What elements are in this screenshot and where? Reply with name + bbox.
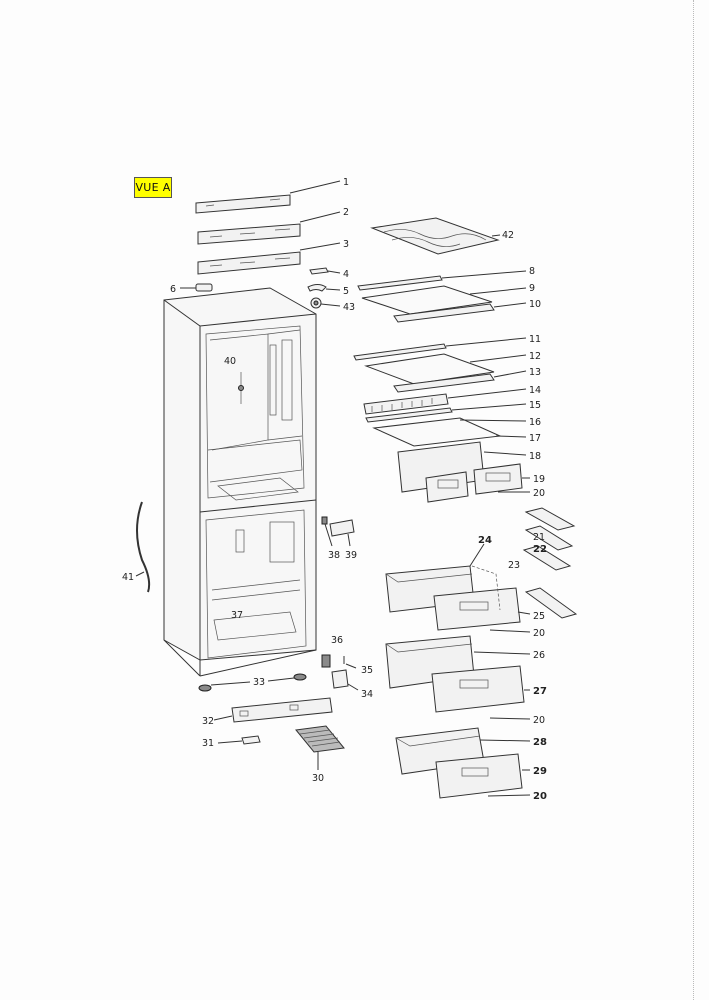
shelf-11-12-13 [353, 337, 527, 393]
callout-18: 18 [529, 451, 541, 462]
cabinet-body [163, 287, 317, 677]
callout-27: 27 [533, 686, 547, 697]
callout-6: 6 [170, 284, 176, 295]
callout-31: 31 [202, 738, 214, 749]
callout-26: 26 [533, 650, 545, 661]
callout-42: 42 [502, 230, 514, 241]
door-gasket-41 [135, 501, 151, 593]
callout-24: 24 [478, 535, 492, 546]
callout-17: 17 [529, 433, 541, 444]
callout-39: 39 [345, 550, 357, 561]
callout-20-a: 20 [533, 488, 545, 499]
callout-11: 11 [529, 334, 541, 345]
callout-21: 21 [533, 532, 545, 543]
shelf-8-9-10 [357, 270, 527, 323]
wine-rack-42 [370, 217, 501, 255]
drawer-26-27 [385, 635, 531, 720]
callout-23: 23 [508, 560, 520, 571]
callout-numbers: 1 2 3 4 5 6 8 9 10 43 42 11 12 13 14 15 … [122, 177, 547, 802]
shelf-14-15-16-17 [363, 388, 527, 447]
callout-3: 3 [343, 239, 349, 250]
callout-30: 30 [312, 773, 324, 784]
callout-35: 35 [361, 665, 373, 676]
callout-13: 13 [529, 367, 541, 378]
callout-9: 9 [529, 283, 535, 294]
callout-19: 19 [533, 474, 545, 485]
callout-10: 10 [529, 299, 541, 310]
callout-43: 43 [343, 302, 355, 313]
callout-20-c: 20 [533, 715, 545, 726]
callout-14: 14 [529, 385, 541, 396]
callout-8: 8 [529, 266, 535, 277]
callout-25: 25 [533, 611, 545, 622]
callout-16: 16 [529, 417, 541, 428]
callout-20-b: 20 [533, 628, 545, 639]
callout-41: 41 [122, 572, 134, 583]
callout-22: 22 [533, 544, 547, 555]
callout-34: 34 [361, 689, 373, 700]
callout-5: 5 [343, 286, 349, 297]
callout-33: 33 [253, 677, 265, 688]
callout-4: 4 [343, 269, 349, 280]
callout-37: 37 [231, 610, 243, 621]
callout-20-d: 20 [533, 791, 547, 802]
view-label: VUE A [134, 177, 172, 198]
callout-32: 32 [202, 716, 214, 727]
callout-28: 28 [533, 737, 547, 748]
small-part-6 [180, 283, 213, 292]
callout-29: 29 [533, 766, 547, 777]
hinge-part-34-36 [321, 654, 359, 691]
small-part-4 [309, 267, 341, 275]
callout-38: 38 [328, 550, 340, 561]
callout-12: 12 [529, 351, 541, 362]
callout-36: 36 [331, 635, 343, 646]
bar-part-1 [195, 180, 341, 214]
bar-part-2 [197, 211, 341, 245]
rails-21-22-23 [522, 507, 578, 619]
bar-part-3 [197, 242, 341, 275]
drawer-24-25 [385, 543, 531, 633]
feet-part-33 [198, 673, 307, 692]
callout-40: 40 [224, 356, 236, 367]
callout-2: 2 [343, 207, 349, 218]
page-edge-line [693, 0, 695, 1000]
drawer-28-29 [395, 727, 531, 799]
callout-1: 1 [343, 177, 349, 188]
bottom-parts-30-32 [213, 697, 345, 770]
callout-15: 15 [529, 400, 541, 411]
small-part-43 [310, 297, 341, 309]
hinge-part-38-39 [321, 516, 355, 547]
small-part-5 [307, 284, 341, 292]
crisper-box-18-19-20 [397, 441, 530, 503]
